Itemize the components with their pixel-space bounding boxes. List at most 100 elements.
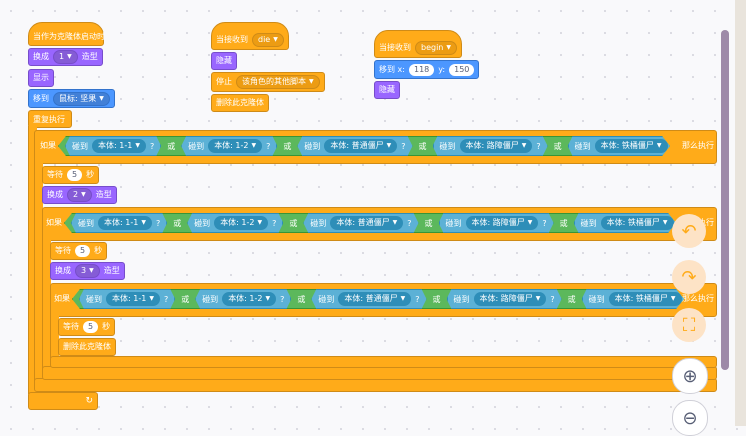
if-3-label: 如果 <box>54 294 70 303</box>
goto-target-dropdown[interactable]: 鼠标: 坚果 ▼ <box>53 91 110 106</box>
condition-3[interactable]: 碰到本体: 1-1 ▼? 或 碰到本体: 1-2 ▼? 或 碰到本体: 普通僵尸… <box>72 289 684 309</box>
touching-block[interactable]: 碰到本体: 1-1 ▼? <box>71 213 167 233</box>
redo-button[interactable]: ↷ <box>672 260 706 294</box>
switch-costume-block-3[interactable]: 换成 3▼ 造型 <box>50 262 125 280</box>
delete-clone-block[interactable]: 删除此克隆体 <box>58 338 116 356</box>
chevron-down-icon: ▼ <box>386 142 392 149</box>
crop-icon: ⛶ <box>682 314 696 336</box>
if-1-label: 如果 <box>40 141 56 150</box>
costume-dropdown[interactable]: 1 ▼ <box>53 50 78 64</box>
chevron-down-icon: ▼ <box>257 219 263 226</box>
touching-target-dropdown[interactable]: 本体: 路障僵尸 ▼ <box>460 139 533 153</box>
touching-target-dropdown[interactable]: 本体: 铁桶僵尸 ▼ <box>595 139 668 153</box>
touching-target-dropdown[interactable]: 本体: 普通僵尸 ▼ <box>330 216 403 230</box>
chevron-down-icon: ▼ <box>99 94 104 102</box>
costume-dropdown[interactable]: 2▼ <box>67 188 92 202</box>
hat-when-start-as-clone[interactable]: 当作为克隆体启动时 <box>28 22 105 46</box>
undo-button[interactable]: ↶ <box>672 214 706 248</box>
forever-block-top[interactable]: 重复执行 <box>28 110 72 128</box>
touching-block[interactable]: 碰到本体: 1-2 ▼? <box>187 213 283 233</box>
redo-icon: ↷ <box>681 266 697 288</box>
y-input[interactable]: 150 <box>449 63 475 76</box>
touching-target-dropdown[interactable]: 本体: 1-2 ▼ <box>222 292 276 306</box>
stop-block[interactable]: 停止 该角色的其他脚本 ▼ <box>211 72 325 92</box>
forever-block-bottom: ↻ <box>28 392 98 410</box>
chevron-down-icon: ▼ <box>141 219 146 226</box>
touching-target-dropdown[interactable]: 本体: 1-1 ▼ <box>98 216 152 230</box>
zoom-in-button[interactable]: ⊕ <box>672 358 708 394</box>
goto-xy-block[interactable]: 移到 x: 118 y: 150 <box>374 60 480 79</box>
chevron-down-icon: ▼ <box>265 295 271 302</box>
touching-block[interactable]: 碰到本体: 普通僵尸 ▼? <box>297 136 412 156</box>
hide-block[interactable]: 隐藏 <box>374 81 400 99</box>
if-block-3-bottom <box>50 356 717 368</box>
chevron-down-icon: ▼ <box>527 219 533 226</box>
chevron-down-icon: ▼ <box>446 44 451 51</box>
vertical-scrollbar-thumb[interactable] <box>721 30 729 370</box>
touching-target-dropdown[interactable]: 本体: 普通僵尸 ▼ <box>338 292 411 306</box>
chevron-down-icon: ▼ <box>309 78 314 85</box>
delete-clone-block[interactable]: 删除此克隆体 <box>211 94 269 112</box>
wait-seconds-input[interactable]: 5 <box>67 169 83 181</box>
switch-costume-block[interactable]: 换成 1 ▼ 造型 <box>28 48 103 66</box>
touching-block[interactable]: 碰到本体: 路障僵尸 ▼? <box>439 213 554 233</box>
touching-block[interactable]: 碰到本体: 路障僵尸 ▼? <box>447 289 562 309</box>
costume-dropdown[interactable]: 3▼ <box>75 264 100 278</box>
if-3-then-label: 那么执行 <box>682 294 714 303</box>
touching-block[interactable]: 碰到本体: 普通僵尸 ▼? <box>303 213 418 233</box>
chevron-down-icon: ▼ <box>670 295 676 302</box>
touching-block[interactable]: 碰到本体: 1-2 ▼? <box>195 289 291 309</box>
chevron-down-icon: ▼ <box>149 295 154 302</box>
loop-arrow-icon: ↻ <box>85 396 93 406</box>
touching-target-dropdown[interactable]: 本体: 1-1 ▼ <box>106 292 160 306</box>
touching-target-dropdown[interactable]: 本体: 1-1 ▼ <box>92 139 146 153</box>
touching-target-dropdown[interactable]: 本体: 1-2 ▼ <box>214 216 268 230</box>
touching-block[interactable]: 碰到本体: 1-2 ▼? <box>181 136 277 156</box>
wait-seconds-input[interactable]: 5 <box>75 245 91 257</box>
if-block-1-rail <box>34 160 43 382</box>
switch-costume-block-2[interactable]: 换成 2▼ 造型 <box>42 186 117 204</box>
clean-up-button[interactable]: ⛶ <box>672 308 706 342</box>
chevron-down-icon: ▼ <box>251 142 257 149</box>
zoom-out-icon: ⊖ <box>682 407 698 429</box>
wait-block-1[interactable]: 等待 5 秒 <box>42 166 100 184</box>
chevron-down-icon: ▼ <box>273 36 278 43</box>
chevron-down-icon: ▼ <box>535 295 541 302</box>
stage-panel-edge <box>735 0 746 426</box>
touching-target-dropdown[interactable]: 本体: 铁桶僵尸 ▼ <box>609 292 682 306</box>
chevron-down-icon: ▼ <box>656 142 662 149</box>
x-input[interactable]: 118 <box>408 63 435 76</box>
chevron-down-icon: ▼ <box>400 295 406 302</box>
zoom-out-button[interactable]: ⊖ <box>672 400 708 436</box>
condition-2[interactable]: 碰到本体: 1-1 ▼? 或 碰到本体: 1-2 ▼? 或 碰到本体: 普通僵尸… <box>64 213 676 233</box>
touching-target-dropdown[interactable]: 本体: 铁桶僵尸 ▼ <box>601 216 674 230</box>
touching-block[interactable]: 碰到本体: 路障僵尸 ▼? <box>433 136 548 156</box>
stop-option-dropdown[interactable]: 该角色的其他脚本 ▼ <box>236 75 320 89</box>
chevron-down-icon: ▼ <box>392 219 398 226</box>
if-block-2-rail <box>42 237 51 372</box>
hat-when-receive-die[interactable]: 当接收到 die ▼ <box>211 22 289 50</box>
goto-block[interactable]: 移到 鼠标: 坚果 ▼ <box>28 89 115 108</box>
message-dropdown[interactable]: die ▼ <box>252 33 284 47</box>
touching-target-dropdown[interactable]: 本体: 路障僵尸 ▼ <box>466 216 539 230</box>
touching-block[interactable]: 碰到本体: 普通僵尸 ▼? <box>311 289 426 309</box>
wait-block-3[interactable]: 等待 5 秒 <box>58 318 116 336</box>
hide-block[interactable]: 隐藏 <box>211 52 237 70</box>
chevron-down-icon: ▼ <box>662 219 668 226</box>
touching-target-dropdown[interactable]: 本体: 路障僵尸 ▼ <box>474 292 547 306</box>
undo-icon: ↶ <box>681 220 697 242</box>
chevron-down-icon: ▼ <box>67 53 72 60</box>
touching-block[interactable]: 碰到本体: 1-1 ▼? <box>79 289 175 309</box>
condition-1[interactable]: 碰到本体: 1-1 ▼? 或 碰到本体: 1-2 ▼? 或 碰到本体: 普通僵尸… <box>58 136 670 156</box>
show-block[interactable]: 显示 <box>28 69 54 87</box>
chevron-down-icon: ▼ <box>521 142 527 149</box>
wait-seconds-input[interactable]: 5 <box>83 321 99 333</box>
message-dropdown[interactable]: begin ▼ <box>415 41 457 55</box>
wait-block-2[interactable]: 等待 5 秒 <box>50 242 108 260</box>
hat-when-receive-begin[interactable]: 当接收到 begin ▼ <box>374 30 462 58</box>
touching-block[interactable]: 碰到本体: 1-1 ▼? <box>65 136 161 156</box>
touching-target-dropdown[interactable]: 本体: 普通僵尸 ▼ <box>324 139 397 153</box>
touching-target-dropdown[interactable]: 本体: 1-2 ▼ <box>208 139 262 153</box>
